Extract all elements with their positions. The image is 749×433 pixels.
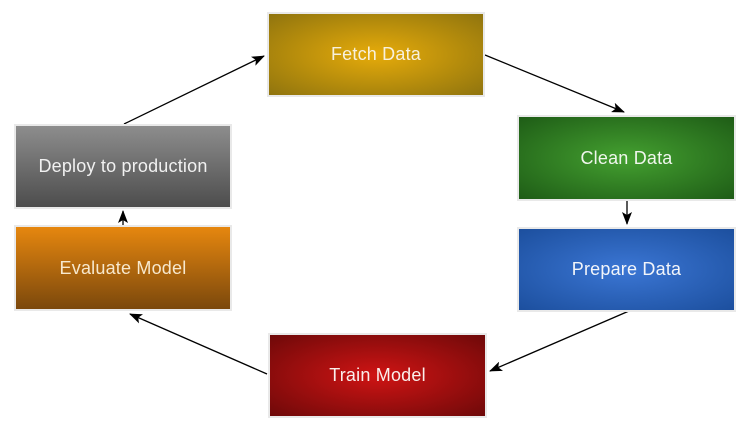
node-clean-data: Clean Data [517,115,736,201]
node-evaluate-model-label: Evaluate Model [59,257,187,278]
arrow-deploy-to-fetch [123,55,265,125]
arrow-train-to-evaluate [129,313,268,375]
node-prepare-data-label: Prepare Data [571,259,682,279]
node-clean-data-label: Clean Data [580,147,673,168]
node-deploy-production-label: Deploy to production [38,156,208,176]
node-train-model-label: Train Model [329,365,426,385]
node-fetch-data: Fetch Data [267,12,485,97]
node-train-model: Train Model [268,333,487,418]
arrow-prepare-to-train [489,310,630,372]
node-deploy-production: Deploy to production [14,124,232,209]
node-fetch-data-label: Fetch Data [330,44,422,64]
node-evaluate-model: Evaluate Model [14,225,232,311]
arrow-fetch-to-clean [484,54,625,113]
node-prepare-data: Prepare Data [517,227,736,312]
